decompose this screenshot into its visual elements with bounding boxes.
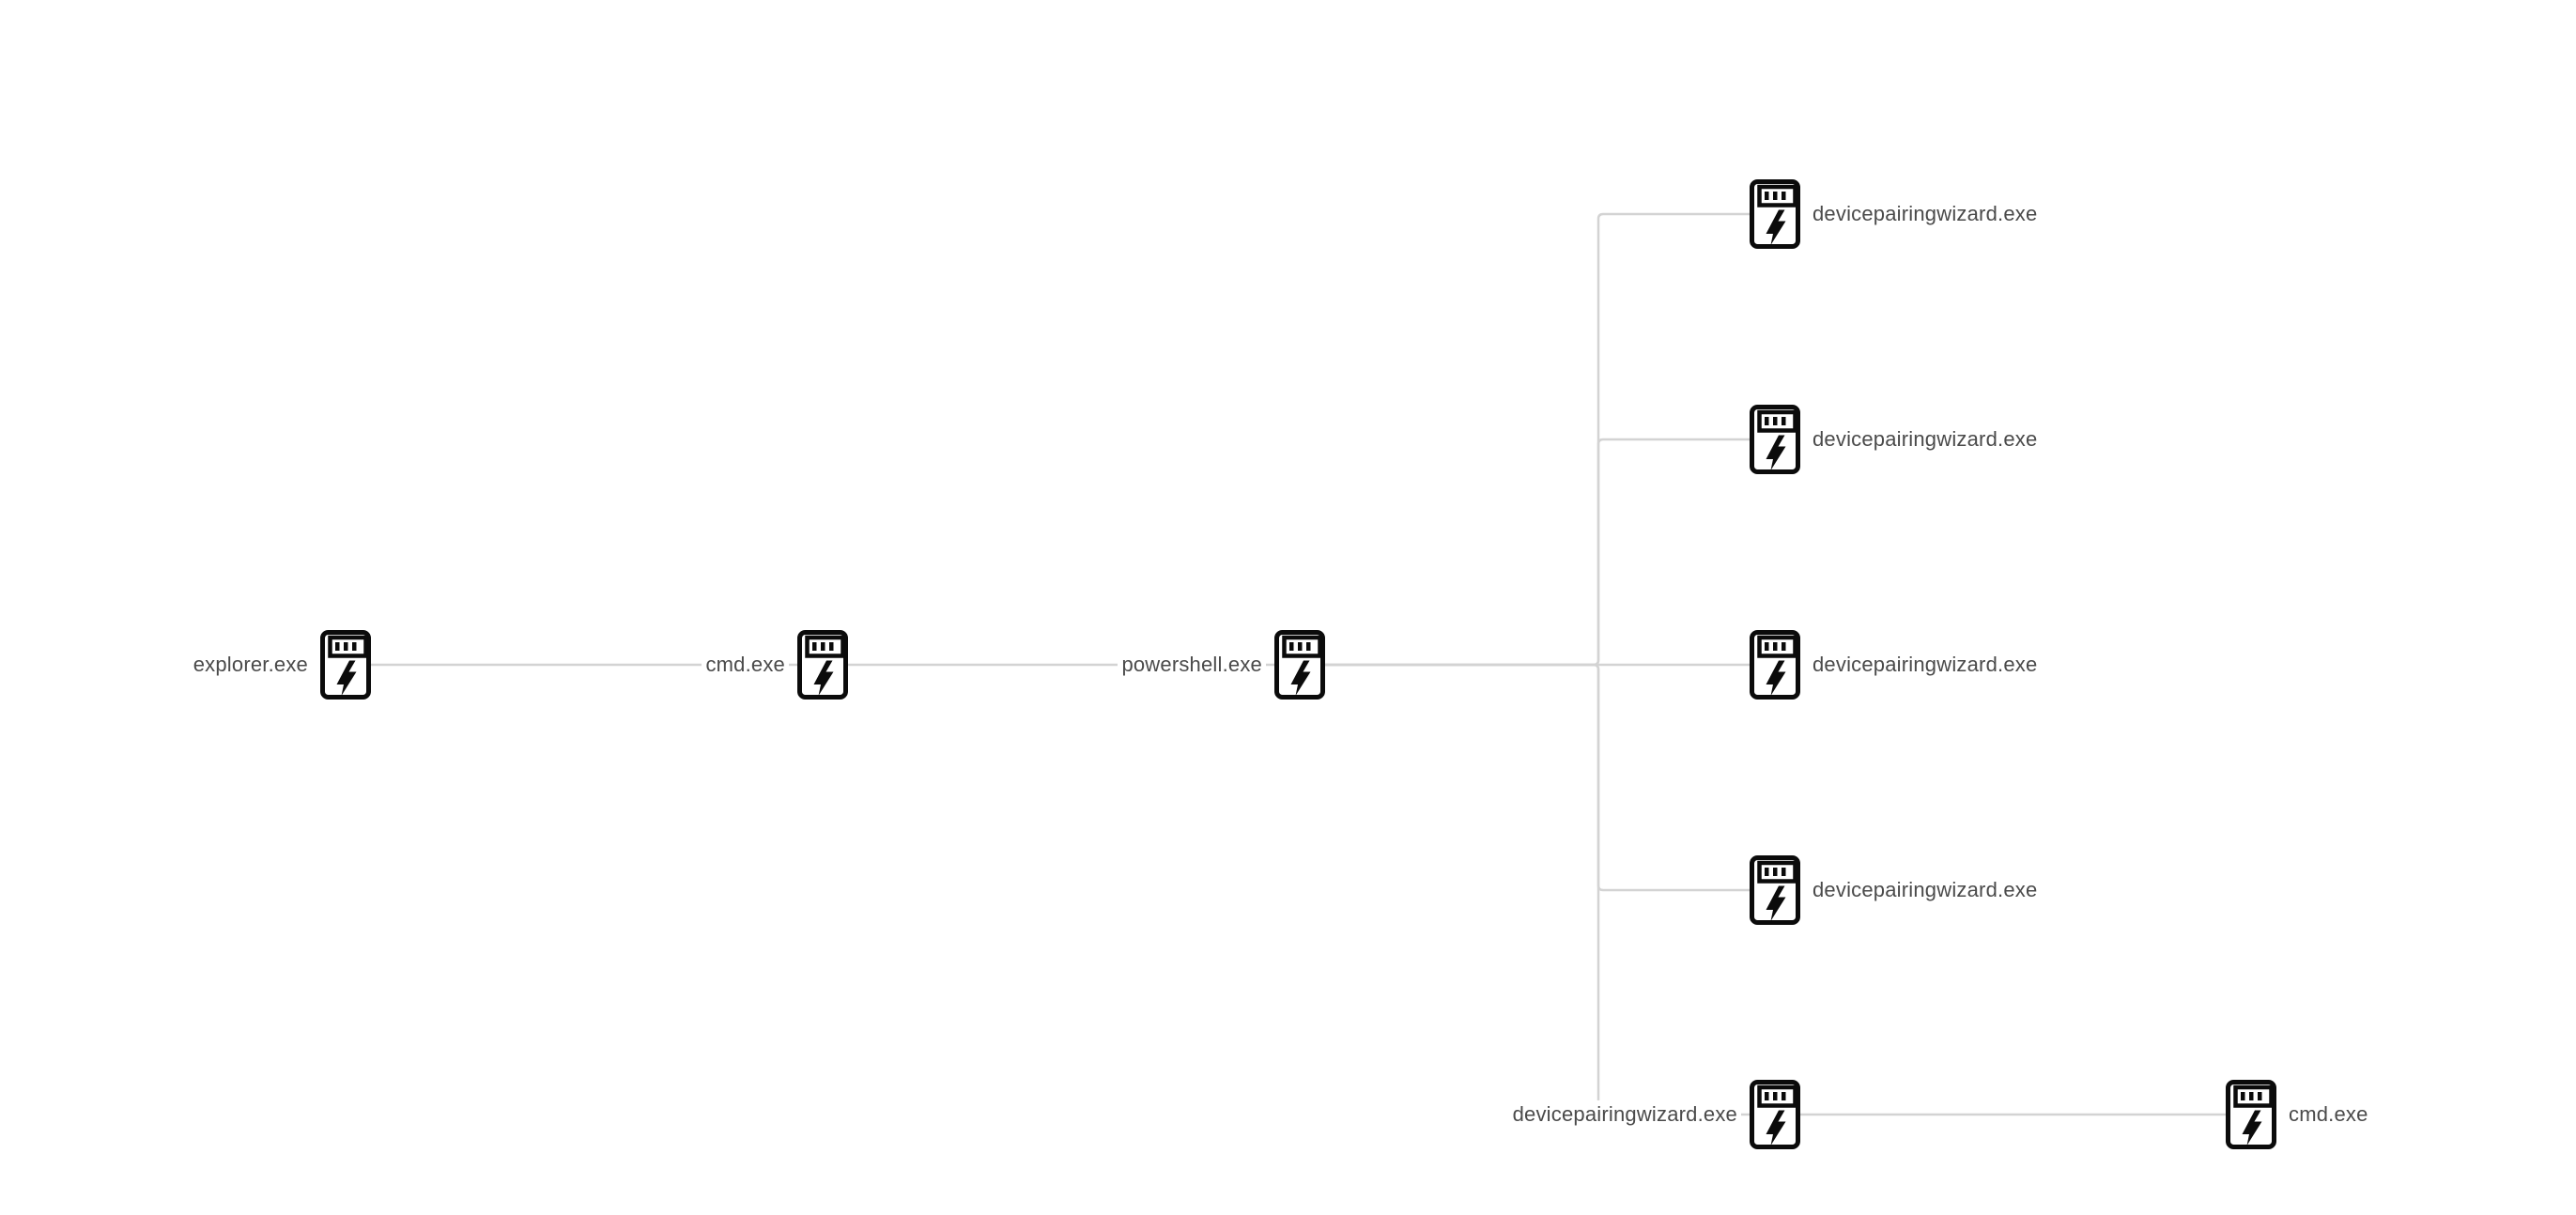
vent-square-icon	[1773, 642, 1778, 651]
process-label: devicepairingwizard.exe	[1809, 875, 2042, 905]
process-label: devicepairingwizard.exe	[1809, 424, 2042, 454]
vent-square-icon	[1765, 417, 1769, 425]
vent-square-icon	[1298, 642, 1303, 651]
vent-square-icon	[1765, 642, 1769, 651]
vent-square-icon	[812, 642, 817, 651]
process-icon[interactable]	[1750, 405, 1800, 474]
vent-square-icon	[1782, 868, 1786, 876]
process-label: powershell.exe	[1118, 650, 1266, 680]
vent-square-icon	[1782, 1092, 1786, 1100]
lightning-bolt-icon	[1766, 209, 1786, 245]
vent-square-icon	[2241, 1092, 2245, 1100]
vent-square-icon	[829, 642, 834, 651]
vent-square-icon	[1289, 642, 1294, 651]
vent-square-icon	[2258, 1092, 2262, 1100]
vent-square-icon	[1765, 192, 1769, 200]
process-icon[interactable]	[1750, 179, 1800, 249]
vent-square-icon	[352, 642, 357, 651]
process-label: cmd.exe	[702, 650, 789, 680]
vent-square-icon	[1782, 642, 1786, 651]
process-icon[interactable]	[320, 630, 371, 700]
lightning-bolt-icon	[1766, 1110, 1786, 1146]
lightning-bolt-icon	[1290, 660, 1311, 696]
vent-square-icon	[1306, 642, 1311, 651]
vent-square-icon	[821, 642, 825, 651]
lightning-bolt-icon	[1766, 435, 1786, 470]
process-icon[interactable]	[797, 630, 848, 700]
vent-square-icon	[1782, 192, 1786, 200]
process-icon[interactable]	[1750, 1080, 1800, 1149]
vent-square-icon	[1765, 868, 1769, 876]
process-icon[interactable]	[1750, 630, 1800, 700]
vent-square-icon	[1773, 417, 1778, 425]
process-edge	[1300, 438, 1775, 667]
lightning-bolt-icon	[1766, 885, 1786, 921]
vent-square-icon	[1765, 1092, 1769, 1100]
process-edge	[1300, 663, 1775, 892]
lightning-bolt-icon	[2242, 1110, 2262, 1146]
vent-square-icon	[1773, 192, 1778, 200]
vent-square-icon	[2249, 1092, 2254, 1100]
vent-square-icon	[1782, 417, 1786, 425]
process-icon[interactable]	[1750, 855, 1800, 925]
process-label: devicepairingwizard.exe	[1809, 650, 2042, 680]
process-label: cmd.exe	[2285, 1100, 2372, 1130]
lightning-bolt-icon	[813, 660, 834, 696]
process-label: devicepairingwizard.exe	[1809, 199, 2042, 229]
lightning-bolt-icon	[1766, 660, 1786, 696]
vent-square-icon	[335, 642, 340, 651]
vent-square-icon	[1773, 868, 1778, 876]
process-icon[interactable]	[1274, 630, 1325, 700]
process-icon[interactable]	[2226, 1080, 2276, 1149]
process-label: devicepairingwizard.exe	[1508, 1100, 1741, 1130]
vent-square-icon	[1773, 1092, 1778, 1100]
vent-square-icon	[344, 642, 348, 651]
process-label: explorer.exe	[189, 650, 312, 680]
lightning-bolt-icon	[336, 660, 357, 696]
